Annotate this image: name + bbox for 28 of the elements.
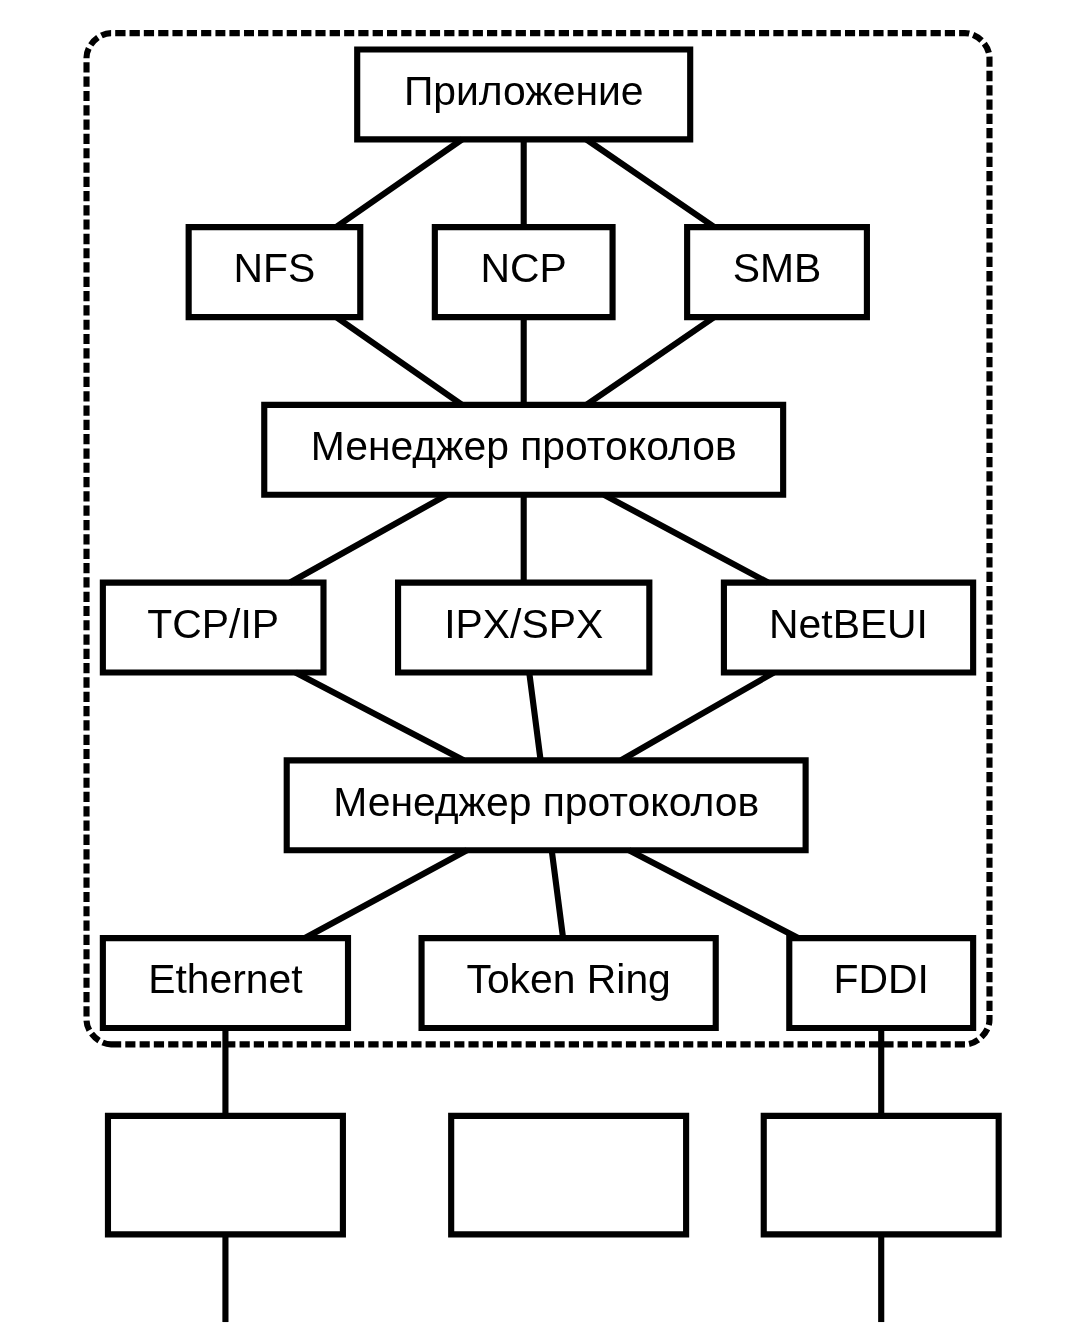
connector — [602, 492, 769, 586]
node-box — [104, 1112, 346, 1238]
connector — [525, 672, 544, 761]
node-box: FDDI — [785, 935, 976, 1032]
node-box: Менеджер протоколов — [260, 401, 786, 498]
node-box: NFS — [185, 224, 363, 321]
connector — [520, 494, 527, 583]
node-box: IPX/SPX — [394, 579, 652, 676]
connector — [302, 847, 468, 941]
cluster — [82, 30, 993, 1048]
node-box: TCP/IP — [99, 579, 327, 676]
node-box: Приложение — [353, 46, 693, 143]
connector — [293, 669, 465, 763]
connector — [619, 669, 775, 763]
node-box: Менеджер протоколов — [283, 757, 809, 854]
node-box: NetBEUI — [720, 579, 976, 676]
node-box — [760, 1112, 1002, 1238]
connector — [221, 1028, 228, 1116]
connector — [288, 492, 448, 586]
connector — [877, 1028, 884, 1116]
node-box: Token Ring — [418, 935, 719, 1032]
node-box — [447, 1112, 689, 1238]
node-box: NCP — [431, 224, 616, 321]
node-box: Ethernet — [99, 935, 351, 1032]
connector — [877, 1234, 884, 1323]
connector — [520, 317, 527, 405]
connector — [221, 1234, 228, 1323]
node-box: SMB — [683, 224, 870, 321]
